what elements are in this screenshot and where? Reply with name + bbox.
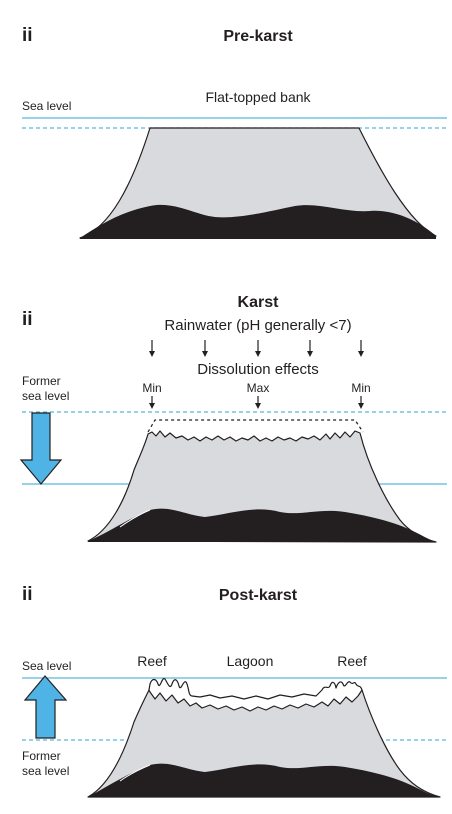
former-sea-level-label-line1: Former <box>22 374 61 388</box>
former-sea-level-label-line1: Former <box>22 749 61 763</box>
basement-rock-outline <box>119 509 151 528</box>
former-sea-level-label-line2: sea level <box>22 764 69 778</box>
min-left-label: Min <box>142 381 161 395</box>
panel-3-label: ii <box>22 584 33 605</box>
former-bank-top-outline <box>147 419 364 433</box>
former-sea-level-label-line2: sea level <box>22 389 69 403</box>
dissolution-arrow-max <box>255 396 261 409</box>
sea-level-fall-arrow <box>19 412 63 485</box>
rain-arrow <box>358 340 364 357</box>
basement-rock <box>80 204 436 239</box>
panel-pre-karst: ii Pre-karst Sea level Flat-topped bank <box>22 25 447 239</box>
max-label: Max <box>247 381 270 395</box>
basement-rock <box>88 508 436 542</box>
panel-1-title: Pre-karst <box>223 28 293 45</box>
sea-level-label: Sea level <box>22 99 71 113</box>
flat-topped-bank-label: Flat-topped bank <box>205 89 311 105</box>
panel-2-label: ii <box>22 309 33 330</box>
reef-rim <box>148 677 363 712</box>
rain-arrow <box>255 340 261 357</box>
basement-rock <box>88 763 440 797</box>
lagoon-label: Lagoon <box>227 653 274 669</box>
sea-level-label: Sea level <box>22 659 71 673</box>
dissolution-arrows <box>149 396 364 409</box>
panel-2-title: Karst <box>238 294 280 311</box>
rain-arrow <box>149 340 155 357</box>
rain-arrow <box>202 340 208 357</box>
reef-right-label: Reef <box>337 653 367 669</box>
panel-3-title: Post-karst <box>219 587 298 604</box>
basement-rock-outline <box>119 764 151 782</box>
rain-arrow <box>307 340 313 357</box>
dissolution-arrow-min-right <box>358 396 364 409</box>
dissolution-effects-label: Dissolution effects <box>197 361 318 378</box>
reef-left-label: Reef <box>137 653 167 669</box>
panel-karst: ii Karst Rainwater (pH generally <7) <box>19 294 447 543</box>
sea-level-rise-arrow <box>23 675 68 739</box>
rainwater-label: Rainwater (pH generally <7) <box>164 317 351 334</box>
panel-post-karst: ii Post-karst Sea level Reef Lagoon Reef… <box>22 584 447 798</box>
rainwater-arrows <box>149 340 364 357</box>
panel-1-label: ii <box>22 25 33 46</box>
dissolution-arrow-min-left <box>149 396 155 409</box>
min-right-label: Min <box>351 381 370 395</box>
